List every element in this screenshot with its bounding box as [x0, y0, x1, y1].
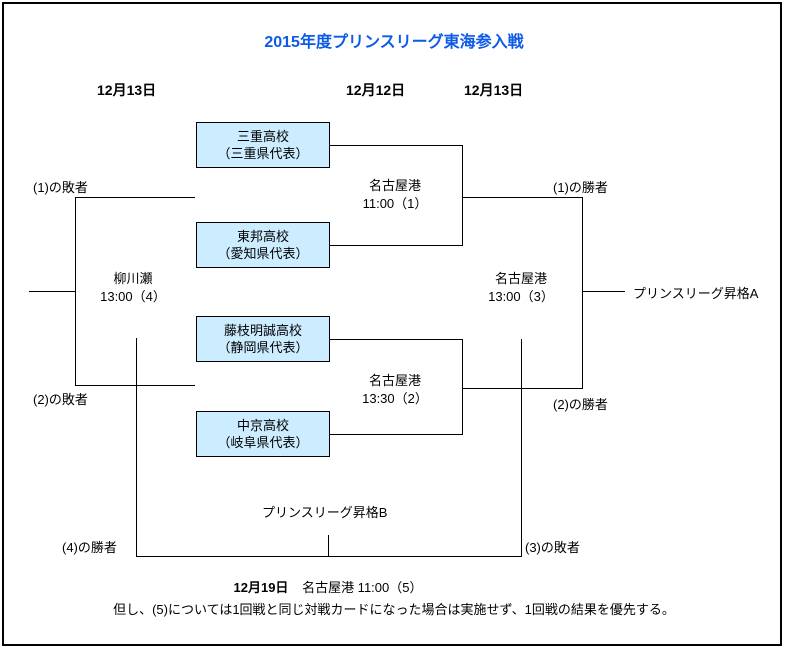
team-representative: （岐阜県代表）: [217, 435, 309, 450]
team-box-fujieda-meisei: 藤枝明誠高校 （静岡県代表）: [196, 316, 330, 362]
footer-note: 但し、(5)については1回戦と同じ対戦カードになった場合は実施せず、1回戦の結果…: [113, 602, 675, 617]
match2-entrant-line-top: [330, 339, 462, 340]
match1-winner-line: [462, 197, 582, 198]
team-name: 中京高校: [236, 418, 289, 433]
label-loser-of-2: (2)の敗者: [33, 392, 88, 407]
page-border: [2, 2, 782, 646]
team-representative: （三重県代表）: [217, 146, 309, 161]
match2-label: 名古屋港 13:30（2）: [330, 372, 460, 408]
label-winner-of-4: (4)の勝者: [62, 540, 117, 555]
team-box-toho: 東邦高校 （愛知県代表）: [196, 222, 330, 268]
page-title: 2015年度プリンスリーグ東海参入戦: [264, 34, 524, 51]
match2-venue: 名古屋港: [368, 373, 421, 388]
date-header-center: 12月12日: [346, 82, 406, 98]
match2-winner-line: [462, 388, 582, 389]
match2-time: 13:30（2）: [362, 391, 428, 406]
match4-entrant-line-bottom: [75, 385, 195, 386]
match3-time: 13:00（3）: [488, 289, 554, 304]
date-header-left: 12月13日: [97, 82, 157, 98]
match4-entrant-line-top: [75, 197, 195, 198]
team-representative: （静岡県代表）: [217, 340, 309, 355]
match2-entrant-line-bottom: [330, 434, 462, 435]
label-loser-of-1: (1)の敗者: [33, 180, 88, 195]
team-name: 東邦高校: [236, 229, 289, 244]
match4-to-match5-connector: [136, 338, 137, 556]
match4-winner-line: [29, 291, 75, 292]
match1-entrant-line-bottom: [330, 245, 462, 246]
team-box-chukyo: 中京高校 （岐阜県代表）: [196, 411, 330, 457]
match4-label: 柳川瀬 13:00（4）: [68, 270, 198, 306]
date-header-right: 12月13日: [464, 82, 524, 98]
team-name: 三重高校: [236, 129, 289, 144]
label-loser-of-3: (3)の敗者: [525, 540, 580, 555]
match5-date: 12月19日: [233, 580, 289, 595]
match5-promotion-stub: [328, 535, 329, 556]
label-promotion-b: プリンスリーグ昇格B: [262, 505, 388, 520]
match1-join-line: [462, 145, 463, 246]
match4-time: 13:00（4）: [100, 289, 166, 304]
match3-join-line: [582, 197, 583, 389]
label-winner-of-2: (2)の勝者: [553, 397, 608, 412]
match5-baseline: [136, 556, 522, 557]
match1-venue: 名古屋港: [368, 178, 421, 193]
match5-venue-time: 名古屋港 11:00（5）: [302, 580, 423, 595]
label-promotion-a: プリンスリーグ昇格A: [633, 286, 759, 301]
match2-join-line: [462, 339, 463, 435]
match3-venue: 名古屋港: [494, 271, 547, 286]
match3-loser-to-match5-connector: [521, 339, 522, 556]
match5-label: 12月19日 名古屋港 11:00（5）: [0, 577, 656, 596]
match1-time: 11:00（1）: [362, 196, 428, 211]
match4-join-line: [75, 197, 76, 386]
team-name: 藤枝明誠高校: [223, 323, 302, 338]
team-box-mie: 三重高校 （三重県代表）: [196, 122, 330, 168]
match4-venue: 柳川瀬: [113, 271, 153, 286]
match1-entrant-line-top: [330, 145, 462, 146]
match3-winner-line: [582, 291, 625, 292]
match3-label: 名古屋港 13:00（3）: [456, 270, 586, 306]
match1-label: 名古屋港 11:00（1）: [330, 177, 460, 213]
team-representative: （愛知県代表）: [217, 246, 309, 261]
label-winner-of-1: (1)の勝者: [553, 180, 608, 195]
